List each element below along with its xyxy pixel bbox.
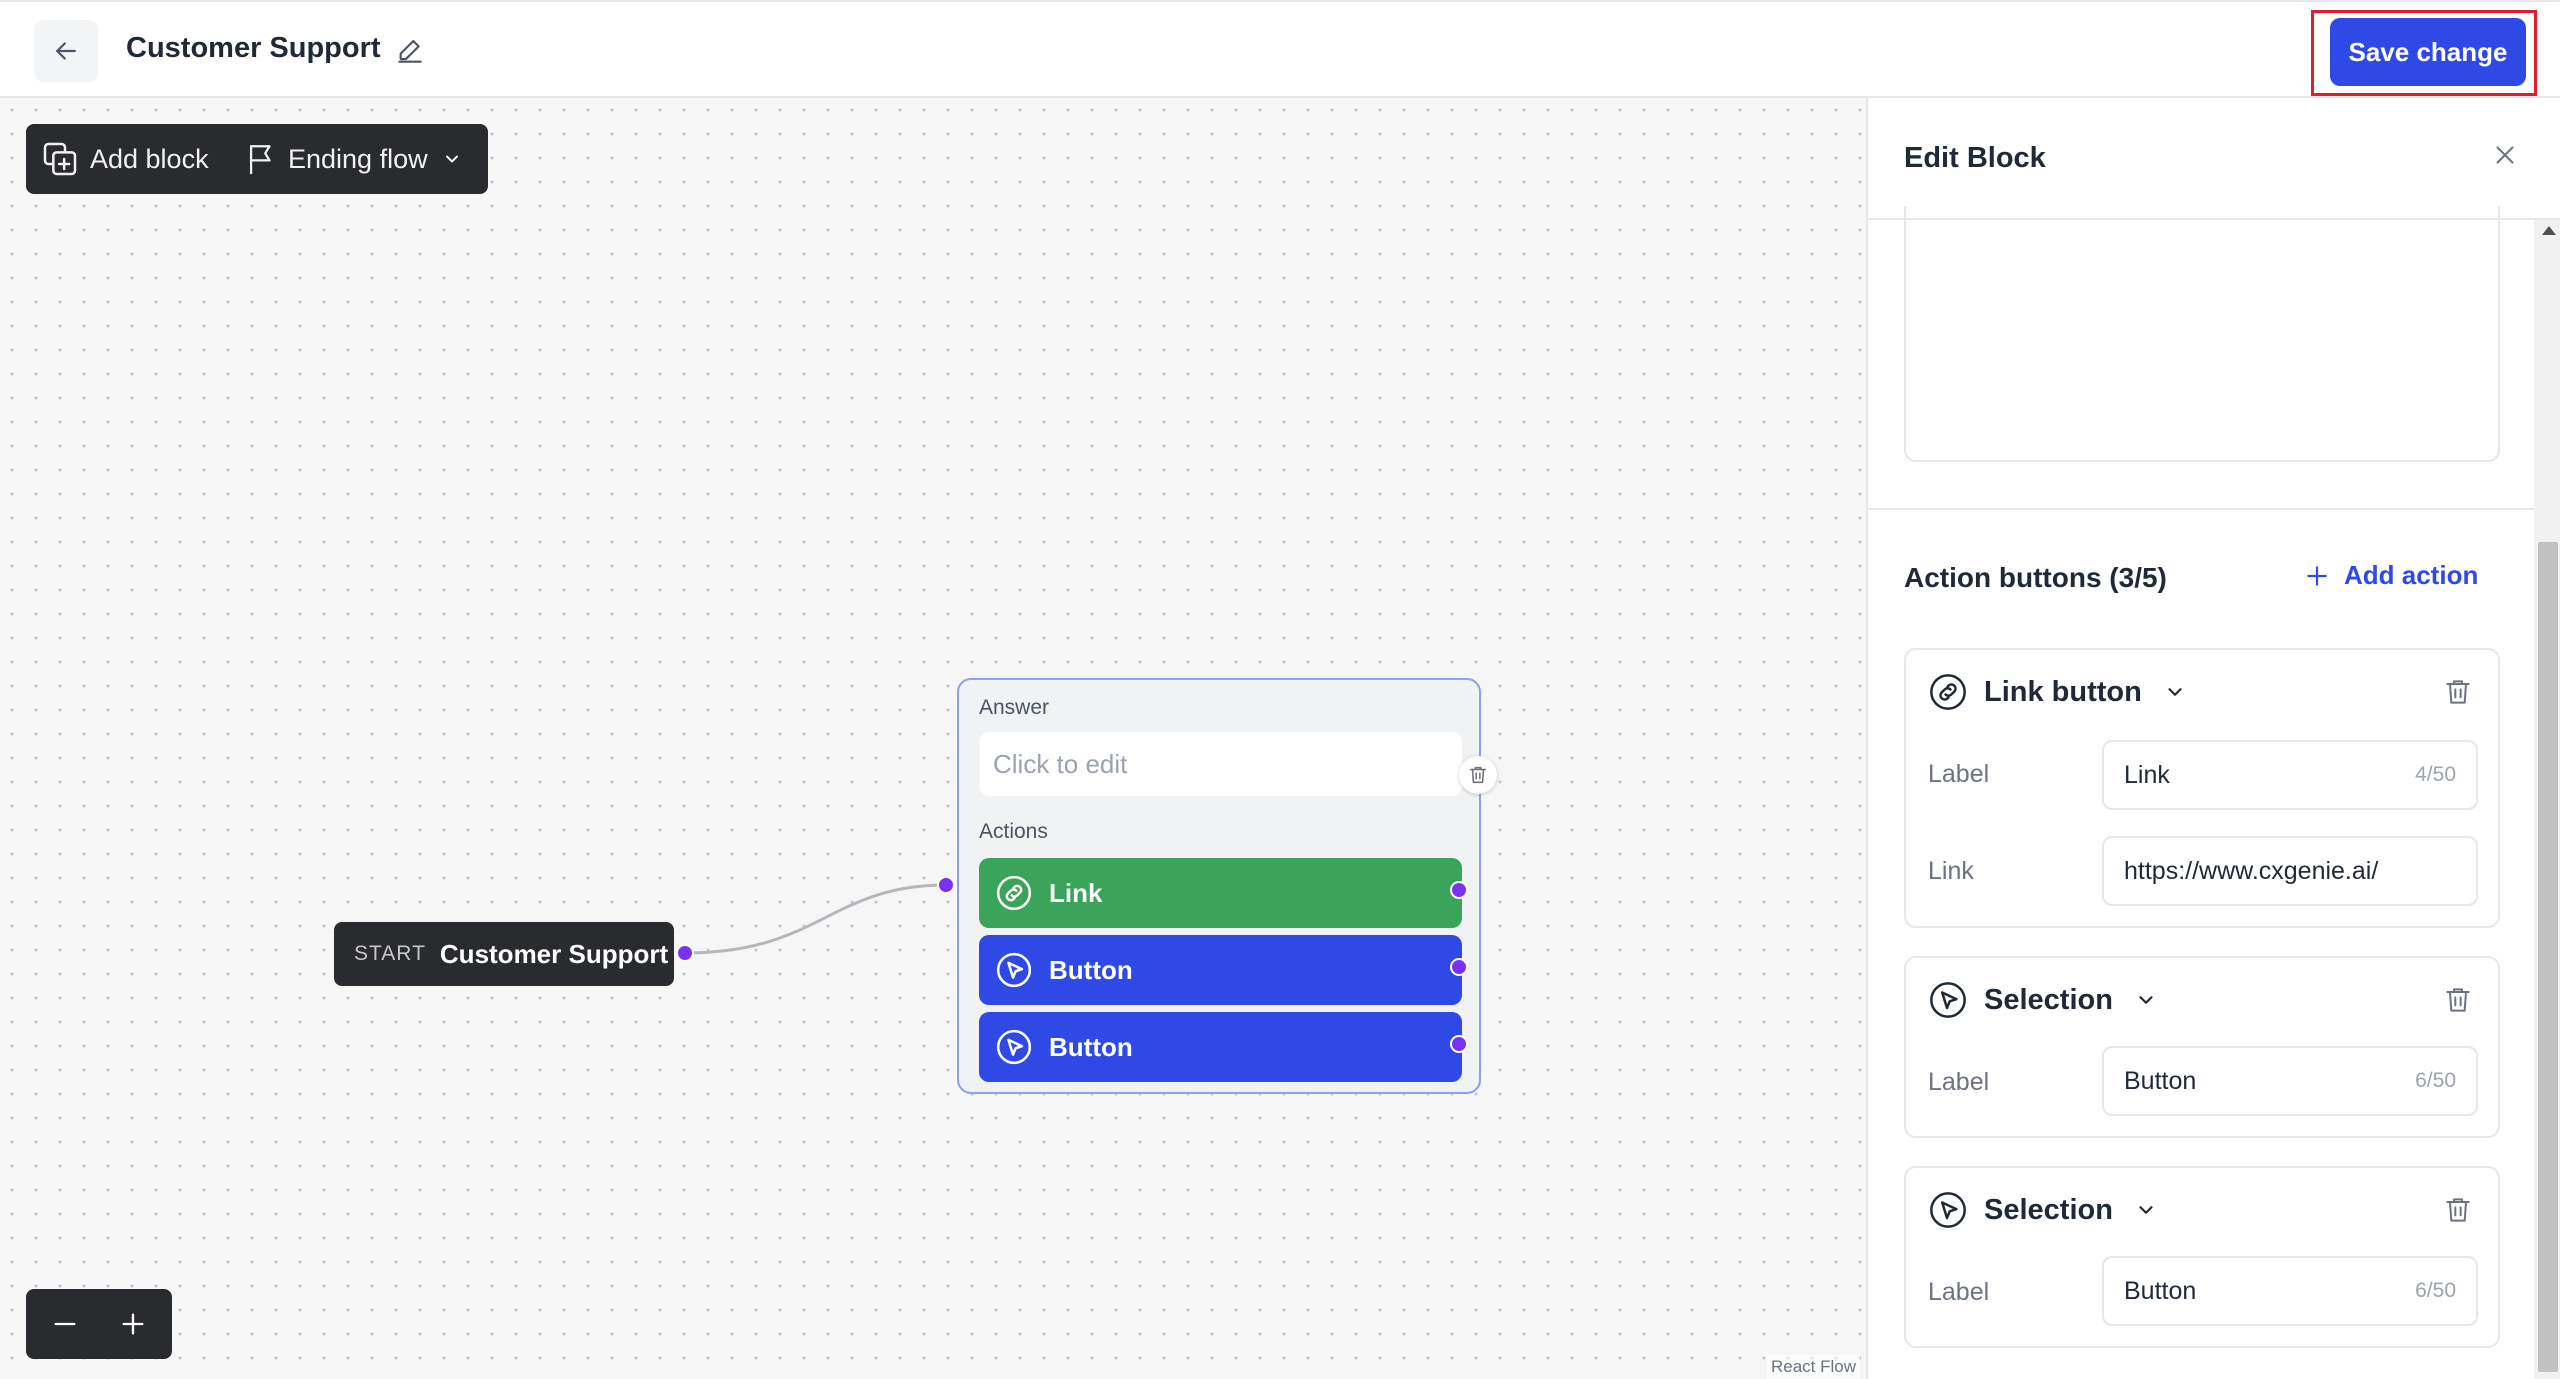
- zoom-controls: [26, 1289, 172, 1359]
- start-tag: START: [354, 942, 426, 965]
- panel-scrollbar[interactable]: [2534, 220, 2560, 1379]
- action-label: Link: [1049, 877, 1103, 908]
- action-output-handle[interactable]: [1450, 958, 1468, 976]
- action-buttons-title: Action buttons (3/5): [1904, 562, 2167, 593]
- answer-block-node[interactable]: Answer Click to edit Actions Link Button…: [957, 678, 1481, 1094]
- action-card-selection: Selection Label Button 6/50: [1904, 1166, 2500, 1348]
- chevron-down-icon: [2139, 1206, 2153, 1214]
- plus-icon: [122, 1313, 144, 1335]
- minus-icon: [54, 1322, 76, 1326]
- link-field-label: Link: [1928, 857, 1974, 885]
- zoom-out-button[interactable]: [30, 1289, 100, 1359]
- react-flow-attribution[interactable]: React Flow: [1766, 1355, 1860, 1379]
- ending-flow-dropdown[interactable]: Ending flow: [244, 124, 472, 194]
- panel-header: Edit Block: [1868, 98, 2560, 220]
- ending-flow-label: Ending flow: [288, 143, 428, 174]
- back-button[interactable]: [34, 20, 98, 82]
- action-card-link: Link button Label Link 4/50 Link https:/…: [1904, 648, 2500, 928]
- flag-icon: [249, 145, 271, 175]
- action-type-label: Selection: [1984, 983, 2113, 1016]
- flow-edge: [684, 883, 947, 955]
- selection-icon: [1930, 982, 1966, 1018]
- section-divider: [1868, 508, 2534, 510]
- label-field-label: Label: [1928, 1278, 1990, 1306]
- save-change-button[interactable]: Save change: [2330, 18, 2526, 86]
- trash-icon[interactable]: [2442, 1194, 2474, 1226]
- answer-textarea[interactable]: [1904, 206, 2500, 462]
- label-input-value: Link: [2124, 760, 2170, 789]
- top-bar: Customer Support Save change: [0, 0, 2560, 98]
- trash-icon[interactable]: [2442, 984, 2474, 1016]
- link-icon: [996, 875, 1032, 911]
- label-input[interactable]: Button 6/50: [2102, 1256, 2478, 1326]
- add-block-icon: [43, 142, 77, 176]
- label-input[interactable]: Link 4/50: [2102, 740, 2478, 810]
- zoom-in-button[interactable]: [98, 1289, 168, 1359]
- selection-icon: [996, 1029, 1032, 1065]
- chevron-down-icon: [2139, 996, 2153, 1004]
- action-type-dropdown[interactable]: Selection: [1928, 1190, 2157, 1230]
- start-output-handle[interactable]: [676, 944, 694, 962]
- add-block-label: Add block: [90, 143, 209, 174]
- action-output-handle[interactable]: [1450, 1035, 1468, 1053]
- link-icon: [1930, 674, 1966, 710]
- action-label: Button: [1049, 1031, 1133, 1062]
- char-counter: 4/50: [2415, 763, 2456, 786]
- block-input-handle[interactable]: [937, 876, 955, 894]
- action-button[interactable]: Button: [979, 935, 1462, 1005]
- action-button[interactable]: Button: [979, 1012, 1462, 1082]
- action-type-label: Selection: [1984, 1193, 2113, 1226]
- link-input[interactable]: https://www.cxgenie.ai/: [2102, 836, 2478, 906]
- chevron-down-icon: [445, 155, 458, 163]
- start-node[interactable]: START Customer Support: [334, 922, 674, 986]
- selection-icon: [996, 952, 1032, 988]
- label-field-label: Label: [1928, 1068, 1990, 1096]
- start-node-name: Customer Support: [439, 938, 669, 969]
- trash-icon: [1469, 766, 1487, 784]
- answer-input[interactable]: Click to edit: [979, 732, 1462, 796]
- add-action-label: Add action: [2344, 560, 2479, 590]
- arrow-left-icon: [56, 42, 76, 60]
- scroll-thumb[interactable]: [2538, 542, 2558, 1372]
- action-card-selection: Selection Label Button 6/50: [1904, 956, 2500, 1138]
- action-link[interactable]: Link: [979, 858, 1462, 928]
- char-counter: 6/50: [2415, 1069, 2456, 1092]
- label-input-value: Button: [2124, 1276, 2197, 1305]
- add-action-button[interactable]: Add action: [2304, 560, 2478, 591]
- scroll-up-arrow-icon[interactable]: [2542, 226, 2556, 235]
- label-field-label: Label: [1928, 760, 1990, 788]
- flow-canvas[interactable]: Add block Ending flow START Customer Sup…: [0, 98, 1866, 1379]
- page-title: Customer Support: [126, 32, 381, 64]
- canvas-toolbar: Add block Ending flow: [26, 124, 488, 194]
- panel-title: Edit Block: [1904, 142, 2046, 174]
- save-highlight-outline: [2311, 10, 2537, 96]
- add-block-button[interactable]: Add block: [40, 124, 209, 194]
- action-type-dropdown[interactable]: Selection: [1928, 980, 2157, 1020]
- action-label: Button: [1049, 954, 1133, 985]
- chevron-down-icon: [2168, 688, 2182, 696]
- close-icon[interactable]: [2490, 140, 2520, 170]
- delete-block-button[interactable]: [1459, 756, 1497, 794]
- action-output-handle[interactable]: [1450, 881, 1468, 899]
- actions-label: Actions: [979, 820, 1048, 843]
- pencil-icon[interactable]: [394, 35, 426, 67]
- edit-block-panel: Edit Block Action buttons (3/5) Add acti…: [1866, 98, 2560, 1379]
- trash-icon[interactable]: [2442, 676, 2474, 708]
- char-counter: 6/50: [2415, 1279, 2456, 1302]
- selection-icon: [1930, 1192, 1966, 1228]
- label-input[interactable]: Button 6/50: [2102, 1046, 2478, 1116]
- answer-label: Answer: [979, 696, 1050, 719]
- link-input-value: https://www.cxgenie.ai/: [2124, 856, 2379, 885]
- action-type-label: Link button: [1984, 675, 2142, 708]
- plus-icon: [2307, 565, 2327, 586]
- action-type-dropdown[interactable]: Link button: [1928, 672, 2186, 712]
- label-input-value: Button: [2124, 1066, 2197, 1095]
